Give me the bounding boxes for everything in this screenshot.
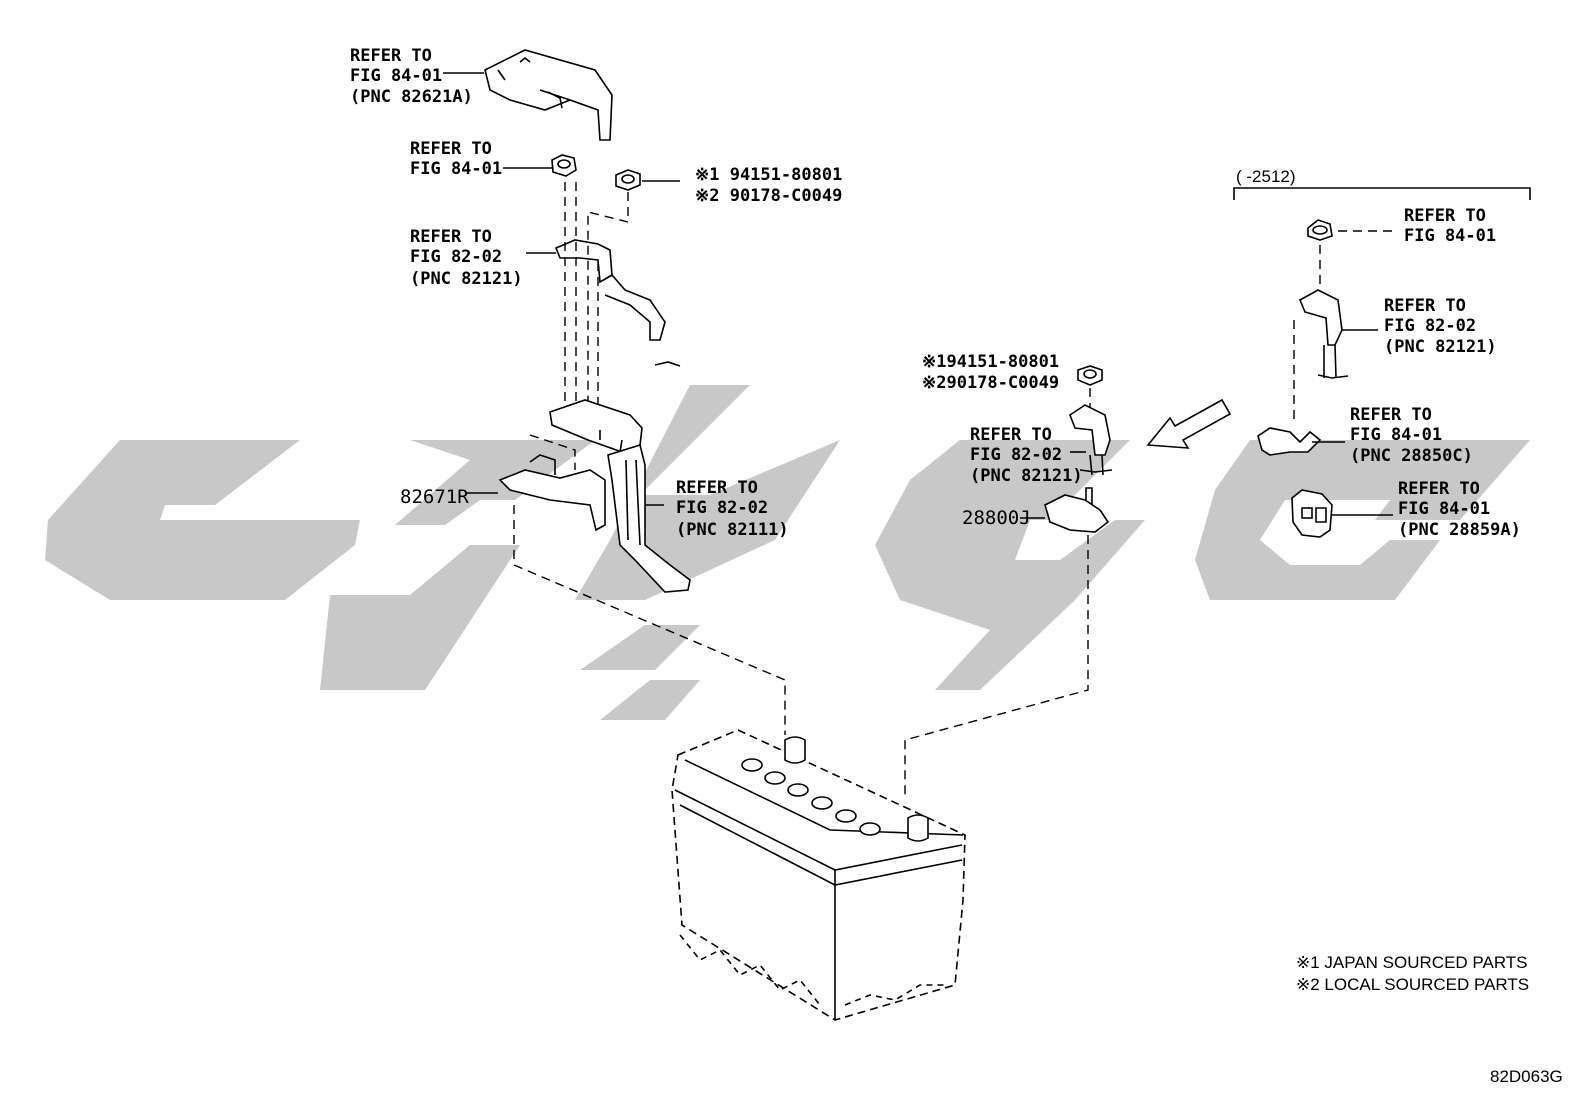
label-connector-right: REFER TO FIG 84-01 (PNC 28859A) (1398, 479, 1521, 540)
svg-text:REFER TO: REFER TO (410, 139, 492, 159)
direction-arrow-icon (1146, 398, 1232, 449)
svg-text:FIG 84-01: FIG 84-01 (1398, 499, 1490, 519)
svg-text:REFER TO: REFER TO (676, 478, 758, 498)
svg-text:(PNC 28850C): (PNC 28850C) (1350, 446, 1473, 466)
nut-left-icon (551, 154, 577, 177)
svg-text:FIG 84-01: FIG 84-01 (1350, 425, 1442, 445)
label-range: ( -2512) (1236, 167, 1296, 186)
figure-code: 82D063G (1490, 1067, 1563, 1086)
label-cable-left: REFER TO FIG 82-02 (PNC 82111) (676, 478, 789, 540)
watermark-logo (45, 385, 1530, 720)
svg-text:FIG 82-02: FIG 82-02 (1384, 316, 1476, 336)
svg-text:REFER TO: REFER TO (350, 46, 432, 66)
clamp-right-part (1298, 289, 1349, 379)
nut-mid-icon (1077, 365, 1103, 386)
svg-text:REFER TO: REFER TO (1350, 405, 1432, 425)
svg-text:※1 JAPAN SOURCED PARTS: ※1 JAPAN SOURCED PARTS (1296, 953, 1528, 972)
connector-right-part (1291, 489, 1333, 538)
svg-text:FIG 84-01: FIG 84-01 (350, 66, 442, 86)
clamp-left-part (554, 239, 681, 367)
svg-text:※194151-80801: ※194151-80801 (922, 352, 1059, 372)
label-top-cover: REFER TO FIG 84-01 (PNC 82621A) (350, 46, 473, 107)
nut-coded-icon (615, 169, 641, 191)
terminal-block-part (549, 399, 643, 453)
label-clamp-left: REFER TO FIG 82-02 (PNC 82121) (410, 227, 523, 289)
svg-text:FIG 84-01: FIG 84-01 (410, 159, 502, 179)
battery-part (671, 729, 966, 1021)
legend-notes: ※1 JAPAN SOURCED PARTS ※2 LOCAL SOURCED … (1296, 953, 1529, 994)
label-bracket-part-no: 82671R (400, 486, 469, 508)
nut-right-icon (1307, 219, 1333, 241)
svg-text:※1 94151-80801: ※1 94151-80801 (695, 165, 842, 185)
battery-posts (784, 736, 929, 842)
svg-text:(PNC 82121): (PNC 82121) (1384, 337, 1497, 357)
battery-cell-caps (741, 758, 881, 836)
label-nut-codes-top: ※1 94151-80801 ※2 90178-C0049 (695, 165, 842, 206)
svg-text:REFER TO: REFER TO (410, 227, 492, 247)
cable-part (607, 443, 691, 593)
svg-text:(PNC 82621A): (PNC 82621A) (350, 87, 473, 107)
battery-cover-part (484, 49, 613, 141)
svg-text:REFER TO: REFER TO (970, 425, 1052, 445)
svg-text:(PNC 28859A): (PNC 28859A) (1398, 520, 1521, 540)
label-terminal-part-no: 28800J (962, 507, 1031, 529)
svg-text:REFER TO: REFER TO (1404, 206, 1486, 226)
label-nut-codes-mid: ※194151-80801 ※290178-C0049 (922, 352, 1059, 393)
svg-text:(PNC 82121): (PNC 82121) (970, 466, 1083, 486)
svg-text:(PNC 82111): (PNC 82111) (676, 520, 789, 540)
svg-text:※2 LOCAL SOURCED PARTS: ※2 LOCAL SOURCED PARTS (1296, 975, 1529, 994)
svg-text:FIG 82-02: FIG 82-02 (410, 247, 502, 267)
label-clamp-mid: REFER TO FIG 82-02 (PNC 82121) (970, 425, 1083, 486)
svg-text:FIG 84-01: FIG 84-01 (1404, 226, 1496, 246)
label-clamp-right: REFER TO FIG 82-02 (PNC 82121) (1384, 296, 1497, 357)
svg-text:※2 90178-C0049: ※2 90178-C0049 (695, 186, 842, 206)
range-bracket (1233, 187, 1531, 200)
svg-text:REFER TO: REFER TO (1398, 479, 1480, 499)
svg-text:FIG 82-02: FIG 82-02 (676, 498, 768, 518)
label-nut-left: REFER TO FIG 84-01 (410, 139, 502, 179)
label-sensor-right: REFER TO FIG 84-01 (PNC 28850C) (1350, 405, 1473, 466)
sensor-right-part (1257, 427, 1322, 456)
label-nut-right: REFER TO FIG 84-01 (1404, 206, 1496, 246)
svg-text:FIG 82-02: FIG 82-02 (970, 445, 1062, 465)
terminal-28800j-part (1044, 487, 1110, 533)
svg-text:(PNC 82121): (PNC 82121) (410, 269, 523, 289)
svg-text:REFER TO: REFER TO (1384, 296, 1466, 316)
svg-text:※290178-C0049: ※290178-C0049 (922, 373, 1059, 393)
clamp-mid-part (1069, 404, 1113, 476)
bracket-part (498, 454, 606, 532)
